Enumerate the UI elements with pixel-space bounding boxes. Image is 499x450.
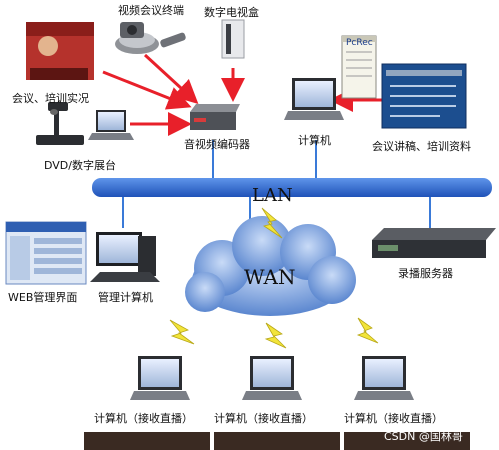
tv-box-label: 数字电视盒 — [204, 6, 259, 19]
web-ui-label: WEB管理界面 — [8, 291, 78, 304]
lightning-icon — [169, 207, 379, 349]
cloud-icon — [185, 216, 356, 316]
client-3-label: 计算机（接收直播） — [344, 412, 443, 425]
client-thumbnails — [84, 432, 470, 450]
laptop-icon — [130, 356, 190, 400]
materials-label: 会议讲稿、培训资料 — [372, 140, 471, 153]
slides-icon — [381, 63, 467, 129]
laptop-icon — [242, 356, 302, 400]
record-server-label: 录播服务器 — [398, 267, 453, 280]
watermark: CSDN @国林哥 — [384, 430, 463, 443]
laptop-icon — [88, 110, 134, 140]
encoder-label: 音视频编码器 — [184, 138, 250, 151]
tv-box-icon — [221, 19, 245, 59]
client-1-label: 计算机（接收直播） — [94, 412, 193, 425]
lan-label: LAN — [252, 185, 293, 206]
mgmt-pc-label: 管理计算机 — [98, 291, 153, 304]
server-icon — [372, 228, 496, 258]
meeting-photo — [26, 22, 94, 80]
lan-bar — [92, 178, 492, 197]
document-camera-icon — [36, 102, 84, 145]
input-arrows — [102, 53, 382, 136]
wan-label: WAN — [244, 265, 296, 289]
pcrec-window — [341, 35, 377, 99]
dvd-booth-label: DVD/数字展台 — [44, 159, 116, 172]
pcrec-label: PcRec — [346, 38, 373, 48]
video-conference-terminal-icon — [115, 22, 186, 54]
laptop-icon — [354, 356, 414, 400]
encoder-device-icon — [190, 104, 240, 130]
laptop-icon — [284, 78, 344, 120]
web-ui-screenshot — [5, 221, 87, 285]
computer-top-label: 计算机 — [298, 134, 331, 147]
client-2-label: 计算机（接收直播） — [214, 412, 313, 425]
video-terminal-label: 视频会议终端 — [118, 4, 184, 17]
monitor-icon — [90, 232, 160, 282]
meeting-live-label: 会议、培训实况 — [12, 92, 89, 105]
